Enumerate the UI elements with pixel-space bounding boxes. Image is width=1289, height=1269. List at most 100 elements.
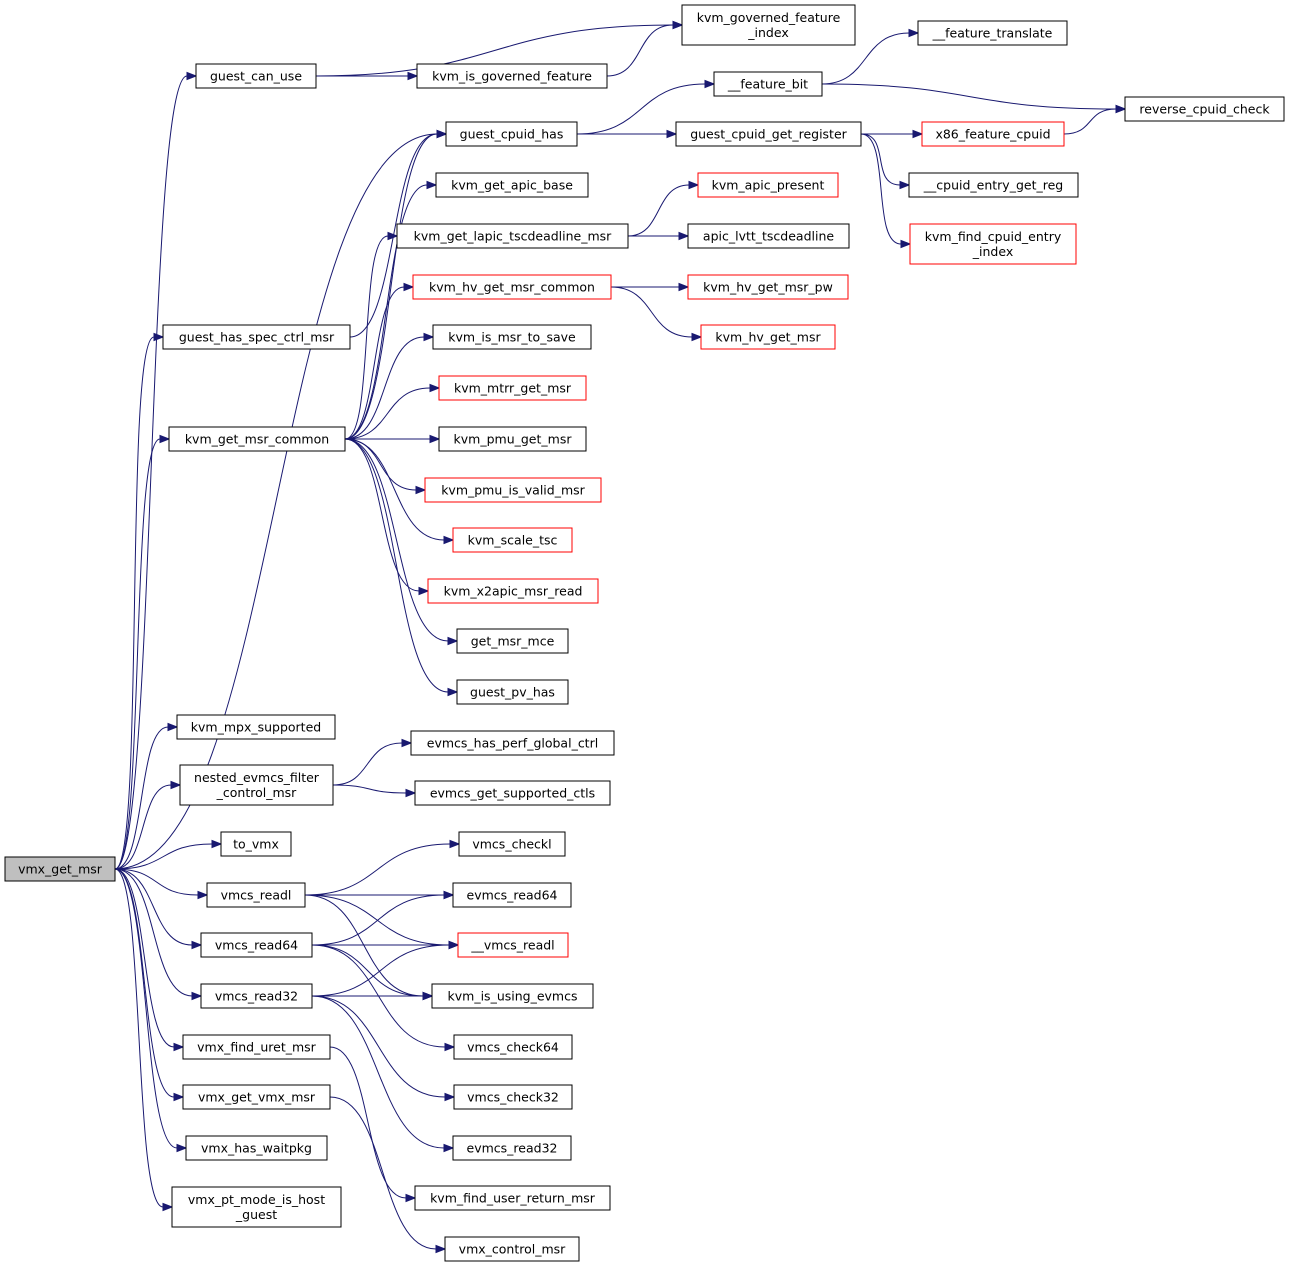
arrowhead-icon [423, 332, 435, 342]
node-vmcs-check64[interactable]: vmcs_check64 [453, 1034, 573, 1060]
arrowhead-icon [407, 71, 419, 81]
node-guest-cpuid-get-register[interactable]: guest_cpuid_get_register [675, 121, 862, 147]
arrowhead-icon [173, 1042, 185, 1052]
edge-line [114, 868, 199, 896]
node-box [431, 983, 594, 1009]
node-nested-evmcs-filter-control-msr[interactable]: nested_evmcs_filter_control_msr [179, 764, 334, 806]
edge-line [114, 438, 161, 870]
node-to-vmx[interactable]: to_vmx [220, 831, 292, 857]
arrowhead-icon [415, 485, 427, 495]
node-box [687, 274, 849, 300]
node-box [396, 223, 629, 249]
node-guest-cpuid-has[interactable]: guest_cpuid_has [445, 121, 578, 147]
node-kvm-hv-get-msr[interactable]: kvm_hv_get_msr [700, 324, 836, 350]
node-reverse-cpuid-check[interactable]: reverse_cpuid_check [1124, 96, 1285, 122]
edge-guest-cpuid-get-register-to-cpuid-entry-get-reg [860, 133, 911, 190]
node-box [687, 223, 850, 249]
edge-vmx-get-vmx-msr-to-vmx-control-msr [329, 1096, 447, 1254]
node-label: kvm_find_user_return_msr [430, 1191, 596, 1206]
node-label: vmx_control_msr [459, 1242, 566, 1257]
node-box [435, 172, 589, 198]
node-kvm-is-using-evmcs[interactable]: kvm_is_using_evmcs [431, 983, 594, 1009]
node-kvm-find-cpuid-entry-index[interactable]: kvm_find_cpuid_entry_index [909, 223, 1077, 265]
edge-line [304, 894, 450, 946]
node-vmx-get-vmx-msr[interactable]: vmx_get_vmx_msr [182, 1084, 331, 1110]
node-label: kvm_x2apic_msr_read [444, 584, 583, 599]
node-label: guest_pv_has [470, 685, 555, 700]
node-box [909, 223, 1077, 265]
edge-vmx-get-msr-to-nested-evmcs-filter-control-msr [114, 780, 182, 870]
node-apic-lvtt-tscdeadline[interactable]: apic_lvtt_tscdeadline [687, 223, 850, 249]
node-guest-has-spec-ctrl-msr[interactable]: guest_has_spec_ctrl_msr [162, 324, 351, 350]
node-evmcs-read64[interactable]: evmcs_read64 [452, 882, 572, 908]
node-vmx-find-uret-msr[interactable]: vmx_find_uret_msr [182, 1034, 331, 1060]
edge-line [344, 184, 428, 440]
edge-line [311, 944, 450, 997]
edge-line [576, 83, 706, 135]
node-evmcs-read32[interactable]: evmcs_read32 [452, 1135, 572, 1161]
node-kvm-get-apic-base[interactable]: kvm_get_apic_base [435, 172, 589, 198]
node-box [452, 1135, 572, 1161]
node-label: kvm_hv_get_msr_pw [703, 280, 833, 295]
node-label: kvm_hv_get_msr_common [429, 280, 595, 295]
node-vmcs-read64[interactable]: vmcs_read64 [200, 932, 313, 958]
node-box [414, 1185, 611, 1211]
node-kvm-is-msr-to-save[interactable]: kvm_is_msr_to_save [432, 324, 592, 350]
node-cpuid-entry-get-reg[interactable]: __cpuid_entry_get_reg [908, 172, 1079, 198]
node-guest-can-use[interactable]: guest_can_use [195, 63, 317, 89]
node-kvm-get-lapic-tscdeadline-msr[interactable]: kvm_get_lapic_tscdeadline_msr [396, 223, 629, 249]
node-vmx-pt-mode-is-host-guest[interactable]: vmx_pt_mode_is_host_guest [171, 1186, 342, 1228]
arrowhead-icon [678, 231, 690, 241]
node-kvm-is-governed-feature[interactable]: kvm_is_governed_feature [416, 63, 608, 89]
node-kvm-mtrr-get-msr[interactable]: kvm_mtrr_get_msr [438, 375, 587, 401]
edge-vmcs-read32-to-evmcs-read32 [311, 995, 455, 1153]
node-kvm-pmu-get-msr[interactable]: kvm_pmu_get_msr [438, 426, 587, 452]
node-kvm-find-user-return-msr[interactable]: kvm_find_user_return_msr [414, 1185, 611, 1211]
node-box [700, 324, 836, 350]
node-box [410, 730, 615, 756]
edge-nested-evmcs-filter-control-msr-to-evmcs-has-perf-global-ctrl [332, 738, 413, 786]
node-kvm-apic-present[interactable]: kvm_apic_present [697, 172, 839, 198]
node-kvm-hv-get-msr-pw[interactable]: kvm_hv_get_msr_pw [687, 274, 849, 300]
edge-vmcs-read64-to-evmcs-read64 [311, 890, 455, 946]
node-kvm-pmu-is-valid-msr[interactable]: kvm_pmu_is_valid_msr [424, 477, 602, 503]
node-label: __feature_bit [727, 77, 808, 92]
node-kvm-scale-tsc[interactable]: kvm_scale_tsc [452, 527, 573, 553]
node-vmcs-check32[interactable]: vmcs_check32 [453, 1084, 573, 1110]
edge-line [114, 336, 155, 870]
node-evmcs-has-perf-global-ctrl[interactable]: evmcs_has_perf_global_ctrl [410, 730, 615, 756]
node-box [424, 477, 602, 503]
edge-x86-feature-cpuid-to-reverse-cpuid-check [1063, 104, 1127, 135]
node-feature-bit[interactable]: __feature_bit [713, 71, 823, 97]
node-vmx-has-waitpkg[interactable]: vmx_has_waitpkg [185, 1135, 328, 1161]
node-label: vmx_pt_mode_is_host [188, 1192, 325, 1207]
node-kvm-governed-feature-index[interactable]: kvm_governed_feature_index [681, 4, 856, 46]
node-kvm-hv-get-msr-common[interactable]: kvm_hv_get_msr_common [412, 274, 612, 300]
node-kvm-x2apic-msr-read[interactable]: kvm_x2apic_msr_read [427, 578, 599, 604]
node-x86-feature-cpuid[interactable]: x86_feature_cpuid [921, 121, 1065, 147]
function-nodes: vmx_get_msr guest_can_use kvm_governed_fea… [4, 4, 1285, 1262]
node-label: vmx_get_msr [18, 862, 103, 877]
node-get-msr-mce[interactable]: get_msr_mce [456, 628, 569, 654]
arrowhead-icon [170, 780, 182, 790]
node-guest-pv-has[interactable]: guest_pv_has [456, 679, 569, 705]
edge-vmx-get-msr-to-vmcs-read64 [114, 868, 203, 950]
node-vmcs-read32[interactable]: vmcs_read32 [200, 983, 313, 1009]
node-feature-translate[interactable]: __feature_translate [917, 20, 1068, 46]
edge-vmcs-read32-to-vmcs-readl [311, 940, 460, 997]
node-vmcs-checkl[interactable]: vmcs_checkl [458, 831, 566, 857]
arrowhead-icon [426, 180, 438, 190]
node-label: vmcs_read64 [215, 938, 298, 953]
node-vmcs-readl[interactable]: __vmcs_readl [457, 932, 569, 958]
node-vmx-control-msr[interactable]: vmx_control_msr [444, 1236, 580, 1262]
edge-kvm-get-msr-common-to-get-msr-mce [344, 438, 459, 646]
node-vmcs-readl[interactable]: vmcs_readl [206, 882, 306, 908]
edge-vmx-get-msr-to-kvm-get-msr-common [114, 434, 171, 870]
node-label: kvm_pmu_get_msr [454, 432, 573, 447]
node-kvm-mpx-supported[interactable]: kvm_mpx_supported [176, 714, 336, 740]
node-label: kvm_mpx_supported [191, 720, 321, 735]
node-kvm-get-msr-common[interactable]: kvm_get_msr_common [168, 426, 346, 452]
node-evmcs-get-supported-ctls[interactable]: evmcs_get_supported_ctls [414, 780, 611, 806]
arrowhead-icon [447, 687, 459, 697]
edge-vmcs-readl-to-evmcs-read64 [305, 890, 455, 900]
